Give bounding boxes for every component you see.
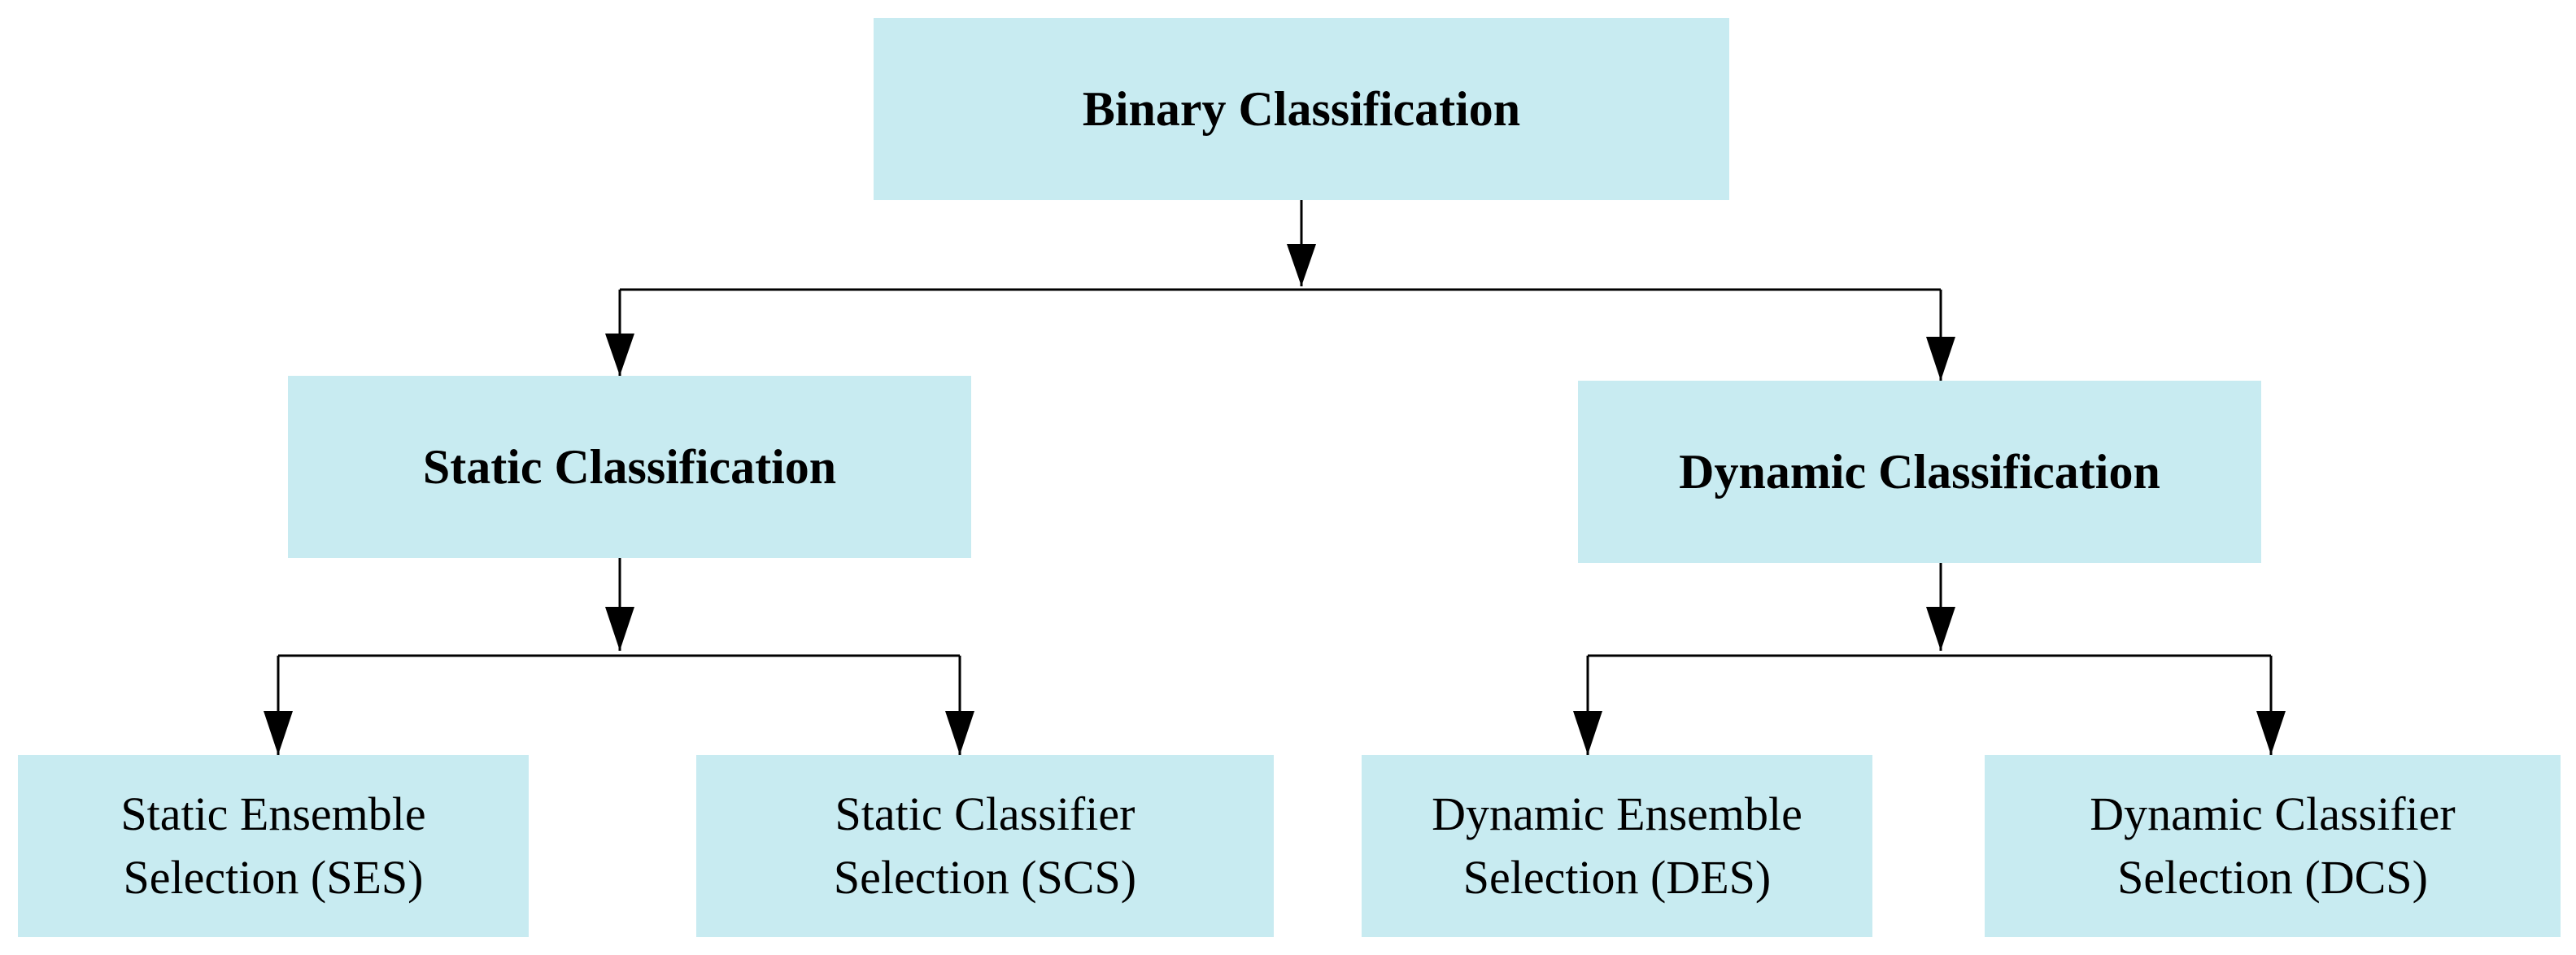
node-label: Dynamic Ensemble Selection (DES) xyxy=(1432,787,1802,904)
node-static-classification: Static Classification xyxy=(288,376,971,558)
arrowhead-root-stem xyxy=(1287,244,1316,286)
node-label: Dynamic Classification xyxy=(1679,445,2160,499)
arrowhead-static-stem xyxy=(605,607,634,651)
node-label: Static Classifier Selection (SCS) xyxy=(833,787,1137,904)
node-label: Static Ensemble Selection (SES) xyxy=(120,787,426,904)
node-dynamic-classifier-selection: Dynamic Classifier Selection (DCS) xyxy=(1985,755,2561,937)
arrowhead-dcs xyxy=(2256,711,2286,755)
node-static-ensemble-selection: Static Ensemble Selection (SES) xyxy=(18,755,529,937)
arrowhead-des xyxy=(1573,711,1602,755)
node-label: Static Classification xyxy=(422,440,837,494)
arrowhead-static xyxy=(605,334,634,376)
node-label: Binary Classification xyxy=(1082,82,1521,136)
edge-static-to-children xyxy=(264,558,974,755)
node-static-classifier-selection: Static Classifier Selection (SCS) xyxy=(696,755,1274,937)
arrowhead-ses xyxy=(264,711,293,755)
node-binary-classification: Binary Classification xyxy=(874,18,1729,200)
node-dynamic-ensemble-selection: Dynamic Ensemble Selection (DES) xyxy=(1362,755,1872,937)
node-label: Dynamic Classifier Selection (DCS) xyxy=(2090,787,2456,904)
edge-dynamic-to-children xyxy=(1573,563,2286,755)
arrowhead-dynamic xyxy=(1926,337,1955,381)
arrowhead-scs xyxy=(945,711,974,755)
node-dynamic-classification: Dynamic Classification xyxy=(1578,381,2261,563)
edge-root-to-children xyxy=(605,200,1955,381)
arrowhead-dynamic-stem xyxy=(1926,607,1955,651)
